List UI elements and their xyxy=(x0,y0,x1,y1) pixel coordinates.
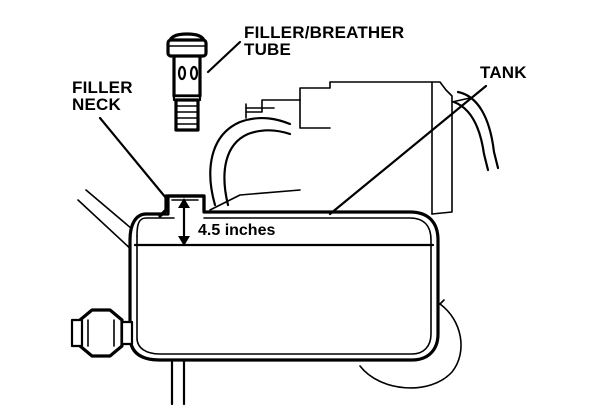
tank-leg xyxy=(170,358,186,406)
hose-loop xyxy=(209,90,500,211)
leader-filler-breather xyxy=(206,40,242,74)
filler-breather-tube xyxy=(166,32,208,132)
tank-label: TANK xyxy=(480,63,527,82)
measurement-arrow xyxy=(178,198,190,246)
filler-breather-label-line1: FILLER/BREATHER xyxy=(244,23,404,42)
drain-valve xyxy=(70,308,134,358)
filler-neck-label-line1: FILLER xyxy=(72,78,133,97)
measurement-label: 4.5 inches xyxy=(198,222,275,239)
tank-body xyxy=(128,194,440,362)
leader-filler-neck xyxy=(98,116,168,200)
vent-hole-right xyxy=(189,65,199,81)
engine-housing xyxy=(245,81,471,215)
vent-hole-left xyxy=(177,65,187,81)
leader-lines xyxy=(98,40,488,216)
leader-tank xyxy=(328,84,488,216)
wheel xyxy=(359,299,462,389)
filler-neck-label-line2: NECK xyxy=(72,95,121,114)
filler-breather-label-line2: TUBE xyxy=(244,40,291,59)
